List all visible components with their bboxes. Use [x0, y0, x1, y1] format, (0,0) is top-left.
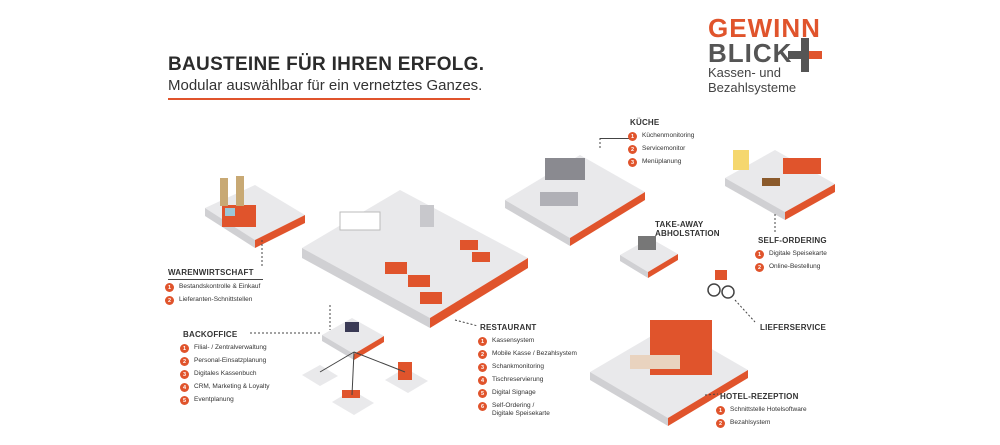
number-badge: 3 [628, 158, 637, 167]
logo-plus-icon [788, 38, 822, 72]
list-item-label: Bestandskontrolle & Einkauf [179, 283, 261, 290]
section-title-lieferservice: LIEFERSERVICE [760, 323, 827, 332]
list-item-label: Servicemonitor [642, 145, 686, 152]
divider-kueche [600, 138, 630, 139]
list-item-label: CRM, Marketing & Loyalty [194, 383, 270, 390]
list-kueche: 1 Küchenmonitoring 2 Servicemonitor 3 Menüp… [628, 132, 694, 171]
list-item-label: Digital Signage [492, 389, 536, 396]
list-item: 4 Tischreservierung [478, 376, 577, 385]
list-warenwirtschaft: 1 Bestandskontrolle & Einkauf 2 Lieferante… [165, 283, 260, 309]
list-item: 1 Kassensystem [478, 337, 577, 346]
list-item: 1 Digitale Speisekarte [755, 250, 827, 259]
list-item: 2 Bezahlsystem [716, 419, 807, 428]
section-title-restaurant: RESTAURANT [480, 323, 537, 332]
list-item-label: Lieferanten-Schnittstellen [179, 296, 253, 303]
list-item: 2 Online-Bestellung [755, 263, 827, 272]
number-badge: 2 [478, 350, 487, 359]
warehouse-platform [205, 176, 305, 248]
list-item-label: Digitales Kassenbuch [194, 370, 257, 377]
list-item-label: Filial- / Zentralverwaltung [194, 344, 267, 351]
number-badge: 1 [180, 344, 189, 353]
logo-tagline-2: Bezahlsysteme [708, 80, 797, 95]
number-badge: 4 [478, 376, 487, 385]
number-badge: 2 [716, 419, 725, 428]
number-badge: 1 [716, 406, 725, 415]
page-subline: Modular auswählbar für ein vernetztes Ga… [168, 77, 483, 94]
logo-tagline: Kassen- und Bezahlsysteme [708, 65, 796, 95]
takeaway-title-line2: ABHOLSTATION [655, 229, 720, 238]
backoffice-platforms [302, 305, 428, 415]
number-badge: 2 [628, 145, 637, 154]
number-badge: 6 [478, 402, 487, 411]
list-item-label-line1: Self-Ordering / [492, 402, 535, 409]
section-title-warenwirtschaft: WARENWIRTSCHAFT [168, 268, 254, 277]
list-item: 2 Lieferanten-Schnittstellen [165, 296, 260, 305]
number-badge: 4 [180, 383, 189, 392]
list-item: 4 CRM, Marketing & Loyalty [180, 383, 270, 392]
number-badge: 1 [755, 250, 764, 259]
list-restaurant: 1 Kassensystem 2 Mobile Kasse / Bezahlsyst… [478, 337, 577, 422]
number-badge: 1 [165, 283, 174, 292]
logo-tagline-1: Kassen- und [708, 65, 781, 80]
number-badge: 5 [180, 396, 189, 405]
list-item-label: Schnittstelle Hotelsoftware [730, 406, 807, 413]
takeaway-title-line1: TAKE-AWAY [655, 220, 704, 229]
number-badge: 2 [755, 263, 764, 272]
list-item: 5 Digital Signage [478, 389, 577, 398]
list-item: 1 Filial- / Zentralverwaltung [180, 344, 270, 353]
list-item-label: Digitale Speisekarte [769, 250, 827, 257]
takeaway-platform [620, 236, 678, 278]
list-item-label: Tischreservierung [492, 376, 544, 383]
list-selfordering: 1 Digitale Speisekarte 2 Online-Bestellung [755, 250, 827, 276]
list-item: 2 Mobile Kasse / Bezahlsystem [478, 350, 577, 359]
list-item-label-line2: Digitale Speisekarte [492, 410, 550, 417]
list-item: 2 Servicemonitor [628, 145, 694, 154]
divider-warenwirtschaft [168, 279, 263, 280]
list-item: 3 Menüplanung [628, 158, 694, 167]
page-headline: BAUSTEINE FÜR IHREN ERFOLG. [168, 54, 485, 75]
number-badge: 3 [478, 363, 487, 372]
section-title-backoffice: BACKOFFICE [183, 330, 238, 339]
section-title-kueche: KÜCHE [630, 118, 660, 127]
list-item-label: Online-Bestellung [769, 263, 821, 270]
list-item: 5 Eventplanung [180, 396, 270, 405]
section-title-hotel: HOTEL-REZEPTION [720, 392, 799, 401]
list-item: 1 Schnittstelle Hotelsoftware [716, 406, 807, 415]
list-item-label: Eventplanung [194, 396, 234, 403]
list-item: 3 Digitales Kassenbuch [180, 370, 270, 379]
number-badge: 3 [180, 370, 189, 379]
list-item: 1 Küchenmonitoring [628, 132, 694, 141]
list-backoffice: 1 Filial- / Zentralverwaltung 2 Personal-E… [180, 344, 270, 409]
list-hotel: 1 Schnittstelle Hotelsoftware 2 Bezahlsyst… [716, 406, 807, 432]
number-badge: 1 [478, 337, 487, 346]
logo-word-blick: BLICK [708, 38, 793, 68]
kitchen-platform [505, 155, 645, 246]
list-item: 6 Self-Ordering /Digitale Speisekarte [478, 402, 577, 418]
delivery-bike [707, 270, 735, 299]
selfordering-platform [725, 150, 835, 220]
list-item-label: Mobile Kasse / Bezahlsystem [492, 350, 577, 357]
section-title-selfordering: SELF-ORDERING [758, 236, 827, 245]
list-item-label: Kassensystem [492, 337, 535, 344]
list-item: 2 Personal-Einsatzplanung [180, 357, 270, 366]
restaurant-platform [302, 190, 528, 328]
number-badge: 2 [165, 296, 174, 305]
list-item-label: Menüplanung [642, 158, 682, 165]
number-badge: 5 [478, 389, 487, 398]
headline-underline [168, 98, 470, 100]
section-title-takeaway: TAKE-AWAY ABHOLSTATION [655, 220, 720, 238]
number-badge: 1 [628, 132, 637, 141]
list-item-label: Küchenmonitoring [642, 132, 695, 139]
list-item-label: Self-Ordering /Digitale Speisekarte [492, 402, 550, 418]
list-item: 3 Schankmonitoring [478, 363, 577, 372]
number-badge: 2 [180, 357, 189, 366]
list-item: 1 Bestandskontrolle & Einkauf [165, 283, 260, 292]
list-item-label: Bezahlsystem [730, 419, 771, 426]
list-item-label: Personal-Einsatzplanung [194, 357, 267, 364]
list-item-label: Schankmonitoring [492, 363, 545, 370]
